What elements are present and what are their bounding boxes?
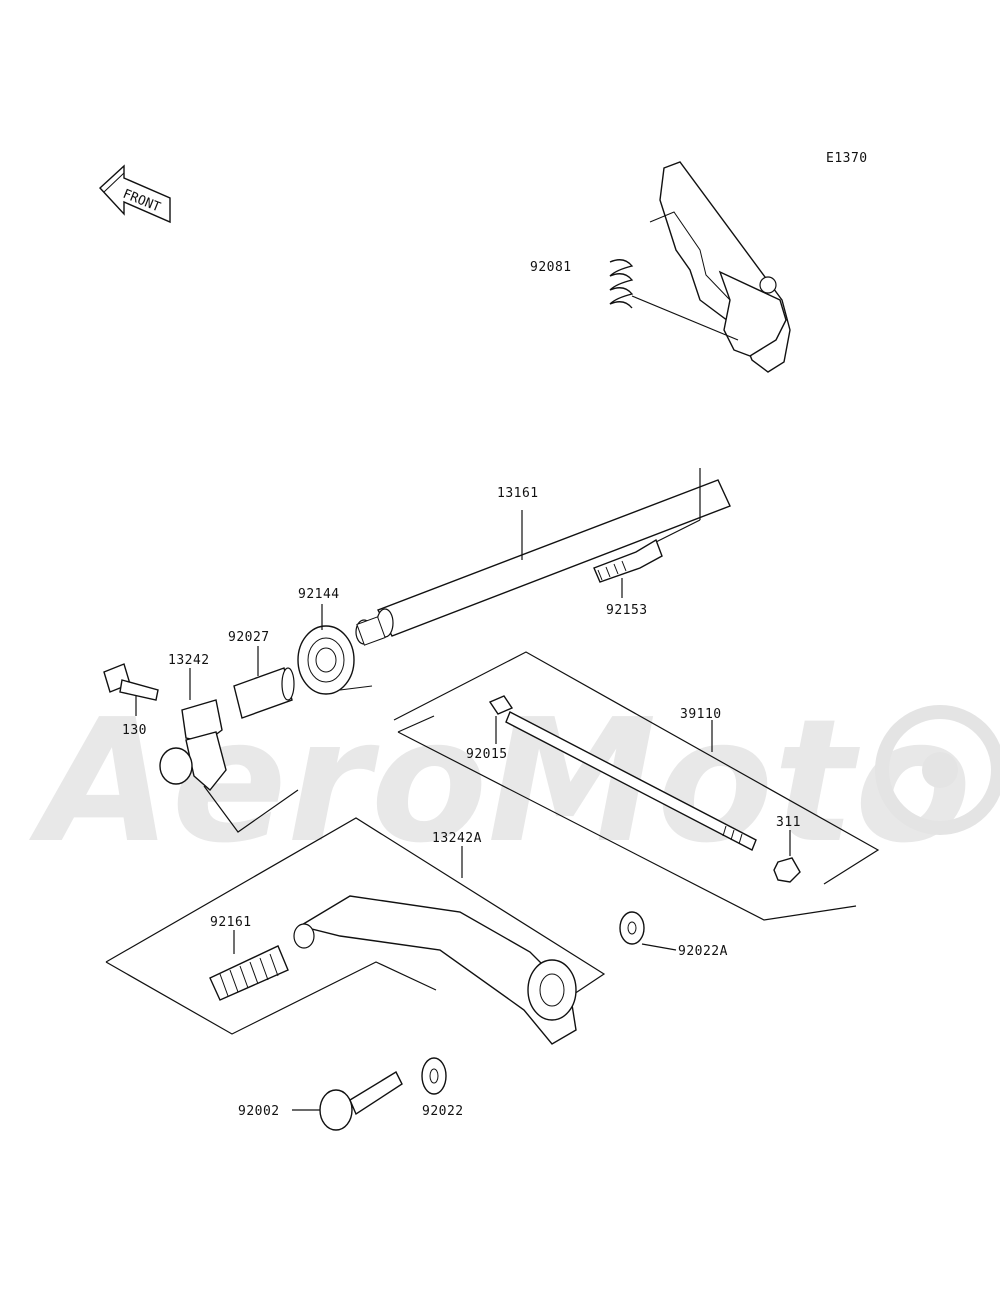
label-92002: 92002 xyxy=(238,1104,280,1119)
pedal-assembly-13242A xyxy=(105,817,606,1045)
label-92022A: 92022A xyxy=(678,944,728,959)
label-13161: 13161 xyxy=(497,486,539,501)
label-13242A: 13242A xyxy=(432,831,482,846)
label-92015: 92015 xyxy=(466,747,508,762)
shift-shaft-13161 xyxy=(355,479,731,646)
washer-92022 xyxy=(421,1057,447,1095)
label-92144: 92144 xyxy=(298,587,340,602)
spring-92081 xyxy=(609,259,739,341)
pin-92153 xyxy=(593,468,701,598)
spring-92144 xyxy=(297,604,373,695)
label-92022: 92022 xyxy=(422,1104,464,1119)
label-130: 130 xyxy=(122,723,147,738)
front-arrow-icon: FRONT xyxy=(99,164,171,224)
label-92027: 92027 xyxy=(228,630,270,645)
label-39110: 39110 xyxy=(680,707,722,722)
bolt-130 xyxy=(103,663,159,716)
diagram-code: E1370 xyxy=(826,151,868,166)
label-92081: 92081 xyxy=(530,260,572,275)
label-92153: 92153 xyxy=(606,603,648,618)
pedal-rubber-92161 xyxy=(209,930,289,1001)
shift-bracket xyxy=(649,161,791,373)
bolt-92002 xyxy=(292,1071,403,1131)
collar-92027 xyxy=(233,646,295,719)
label-92161: 92161 xyxy=(210,915,252,930)
nut-311 xyxy=(773,830,801,883)
washer-92022A xyxy=(619,911,677,951)
rod-assembly-39110 xyxy=(393,651,880,921)
label-311: 311 xyxy=(776,815,801,830)
label-13242: 13242 xyxy=(168,653,210,668)
shift-arm-13242 xyxy=(159,668,299,833)
